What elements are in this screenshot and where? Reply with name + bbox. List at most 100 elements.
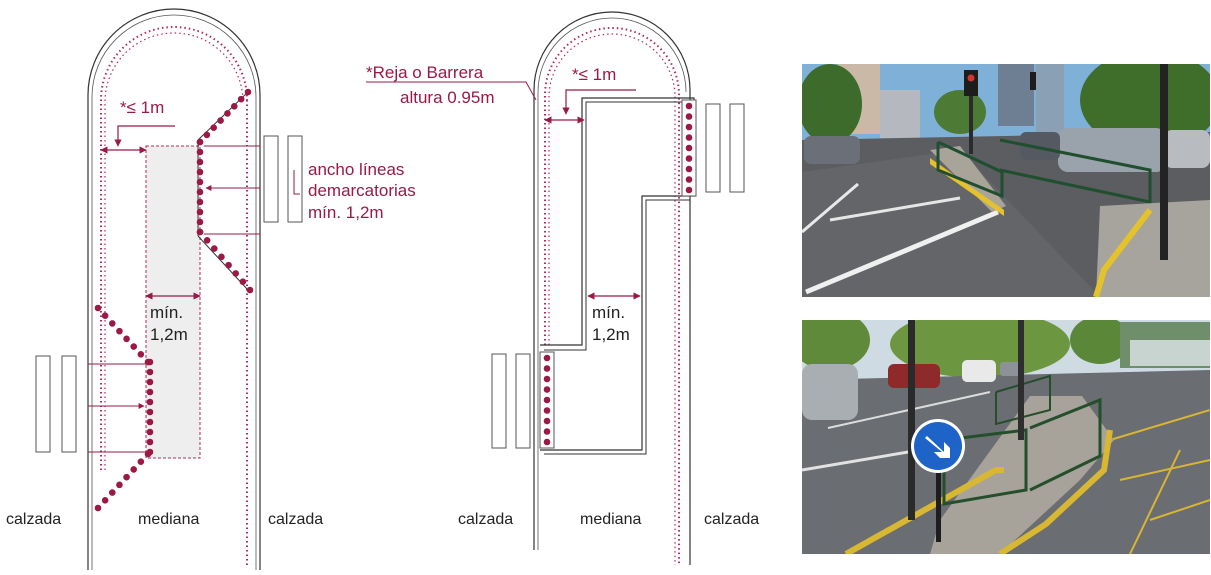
tactile-dot [146,388,154,396]
tactile-dot [543,365,551,372]
tactile-dot [685,165,693,173]
tactile-dot [685,134,693,141]
tactile-dot [239,278,247,286]
left-crosswalk-bar-right-1 [263,135,279,223]
right-crosswalk-bar-left-2 [515,353,531,449]
left-zone-label-right: calzada [268,511,323,528]
tactile-dot [146,438,154,446]
tactile-dot [543,428,551,435]
right-spacing-label: *≤ 1m [572,65,616,84]
tactile-dot [210,245,218,252]
tactile-dot [543,407,551,414]
tactile-dot [543,354,551,362]
tactile-dot [94,304,102,312]
tactile-dot [137,350,145,358]
left-median-diagram: *≤ 1m mín. 1,2m ancho líneas demarcatori… [6,8,416,570]
left-crosswalk-bar-right-2 [287,135,303,223]
tactile-dot [244,88,252,96]
left-median-outline [87,8,261,570]
tactile-dot [203,236,211,244]
tactile-dot [101,312,109,320]
tactile-dot [123,335,130,343]
tactile-dot [232,270,240,277]
right-width-label-line-2: 1,2m [592,325,630,344]
right-barrier-outline [540,97,695,451]
tactile-dot [196,158,204,166]
tactile-dot [543,396,551,404]
tactile-dot [146,378,154,386]
tactile-dot [196,138,204,146]
left-width-label-line-1: mín. [150,303,183,322]
tactile-dot [196,168,204,176]
tactile-dot [203,131,211,139]
tactile-dot [685,113,693,120]
tactile-dot [543,375,551,383]
tactile-dot [196,228,204,236]
tactile-dot [101,496,109,504]
left-crosswalk-bar-left-2 [61,355,77,453]
left-width-label-line-2: 1,2m [150,325,188,344]
left-zone-label-center: mediana [138,511,199,528]
right-crosswalk-bar-left-1 [491,353,507,449]
tactile-dot [218,253,225,261]
right-width-label-line-1: mín. [592,303,625,322]
tactile-dot [196,178,204,186]
tactile-dot [196,198,204,206]
tactile-dot [137,458,145,466]
tactile-dot [123,473,130,481]
tactile-dot [116,327,123,335]
keep-right-sign-icon [914,422,962,470]
tactile-dot [146,428,154,436]
tactile-dot [224,110,231,117]
tactile-dot [685,144,693,152]
tactile-dot [146,418,154,426]
tactile-dot [685,102,693,110]
tactile-dot [196,208,204,216]
right-crosswalk-bar-right-2 [729,103,745,193]
tactile-dots [94,88,693,512]
tactile-dot [230,102,238,110]
tactile-dot [210,124,218,132]
right-barrier-label-line-1: *Reja o Barrera [366,63,484,82]
left-crossing-label-line-3: mín. 1,2m [308,203,384,222]
tactile-dot [108,320,116,327]
tactile-dot [146,398,154,406]
tactile-dot [543,386,551,393]
tactile-dot [108,489,116,496]
tactile-dot [685,186,693,194]
right-barrier-label-line-2: altura 0.95m [400,88,495,107]
tactile-dot [196,148,204,156]
right-median-diagram: *≤ 1m *Reja o Barrera altura 0.95m mín. … [366,11,759,565]
left-median-inner-outline [91,14,257,570]
tactile-dot [543,417,551,425]
photo-street-median-1 [802,64,1210,297]
left-crossing-label-line-1: ancho líneas [308,160,404,179]
photo-street-median-2 [802,320,1210,554]
right-zone-label-right: calzada [704,511,759,528]
tactile-dot [116,481,123,489]
tactile-dot [146,368,154,376]
left-zone-label-left: calzada [6,511,61,528]
left-walk-path [145,145,201,459]
tactile-dot [94,504,102,512]
right-zone-label-center: mediana [580,511,641,528]
tactile-dot [225,261,232,269]
tactile-dot [685,155,693,162]
left-crosswalk-bar-left-1 [35,355,51,453]
tactile-dot [144,450,152,458]
tactile-dot [237,95,245,103]
tactile-dot [196,218,204,226]
tactile-dot [196,188,204,196]
tactile-dot [146,408,154,416]
left-crossing-label-line-2: demarcatorias [308,181,416,200]
tactile-dot [146,358,154,366]
tactile-dot [130,343,138,350]
tactile-dot [246,286,254,294]
tactile-dot [130,466,138,473]
right-crosswalk-bar-right-1 [705,103,721,193]
right-median-outline [533,11,691,565]
tactile-dot [217,117,224,124]
left-spacing-label: *≤ 1m [120,98,164,117]
tactile-dot [685,176,693,183]
